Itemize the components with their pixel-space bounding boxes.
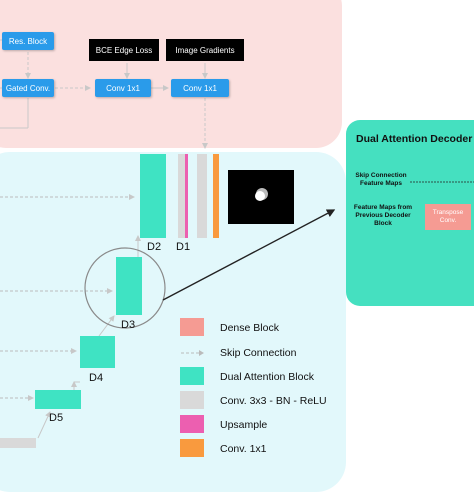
- legend-swatch-dual-attention: [180, 367, 204, 385]
- conv1x1-box-a: Conv 1x1: [95, 79, 151, 97]
- conv1x1-label-a: Conv 1x1: [106, 83, 140, 93]
- connector-layer: [0, 39, 474, 439]
- bce-edge-loss-label: BCE Edge Loss: [95, 45, 153, 55]
- image-gradients-box: Image Gradients: [166, 39, 244, 61]
- transpose-conv-label-1: Transpose: [432, 209, 464, 216]
- legend-swatch-conv1x1: [180, 439, 204, 457]
- edge-branch-panel: [0, 0, 342, 148]
- d4-label: D4: [89, 372, 104, 384]
- prev-feature-label: Feature Maps from Previous Decoder Block: [348, 204, 418, 228]
- prev-feature-label-line2: Previous Decoder: [355, 212, 411, 219]
- flow-arrow: [98, 315, 115, 337]
- dual-attention-title: Dual Attention Decoder B: [356, 133, 474, 145]
- d1-conv1x1-block: [213, 154, 219, 238]
- res-block-label: Res. Block: [8, 36, 48, 46]
- legend-label-dense-block: Dense Block: [220, 322, 279, 334]
- legend-label-conv1x1: Conv. 1x1: [220, 443, 267, 455]
- skip-feature-label-line2: Feature Maps: [360, 180, 402, 187]
- image-gradients-label: Image Gradients: [175, 45, 235, 55]
- gated-conv-label: Gated Conv.: [5, 83, 51, 93]
- prev-feature-label-line3: Block: [374, 220, 392, 227]
- gated-conv-box: Gated Conv.: [2, 79, 54, 97]
- d3-label: D3: [121, 319, 136, 331]
- d1-label: D1: [176, 241, 191, 253]
- conv1x1-box-b: Conv 1x1: [171, 79, 229, 97]
- legend-swatch-skip-connection: [181, 350, 204, 356]
- prev-feature-label-line1: Feature Maps from: [353, 204, 413, 211]
- legend-swatch-dense-block: [180, 318, 204, 336]
- d2-label: D2: [147, 241, 162, 253]
- transpose-conv-box: Transpose Conv.: [425, 204, 471, 230]
- legend-swatch-conv3x3: [180, 391, 204, 409]
- d4-dual-attention-block: [80, 336, 115, 368]
- d1-conv-block-2: [197, 154, 207, 238]
- conv1x1-label-b: Conv 1x1: [183, 83, 217, 93]
- legend-swatch-upsample: [180, 415, 204, 433]
- d1-upsample-block: [185, 154, 188, 238]
- zoom-circle: [84, 247, 166, 329]
- res-block-box: Res. Block: [2, 32, 54, 50]
- d5-label: D5: [49, 412, 64, 424]
- flow-arrow: [37, 411, 51, 439]
- skip-feature-label-line1: Skip Connection: [355, 172, 407, 179]
- transpose-conv-label-2: Conv.: [439, 217, 457, 224]
- d3-dual-attention-block: [116, 257, 142, 315]
- d5-dual-attention-block: [35, 390, 81, 409]
- d1-conv-block: [178, 154, 185, 238]
- edge-output-image: [228, 170, 294, 224]
- legend-label-skip-connection: Skip Connection: [220, 347, 297, 359]
- legend-label-dual-attention: Dual Attention Block: [220, 371, 314, 383]
- legend-label-conv3x3: Conv. 3x3 - BN - ReLU: [220, 395, 327, 407]
- skip-feature-label: Skip Connection Feature Maps: [350, 172, 412, 188]
- encoder-bar: [0, 438, 36, 448]
- legend-label-upsample: Upsample: [220, 419, 268, 431]
- d2-dual-attention-block: [140, 154, 166, 238]
- bce-edge-loss-box: BCE Edge Loss: [89, 39, 159, 61]
- zoom-arrow: [162, 209, 336, 301]
